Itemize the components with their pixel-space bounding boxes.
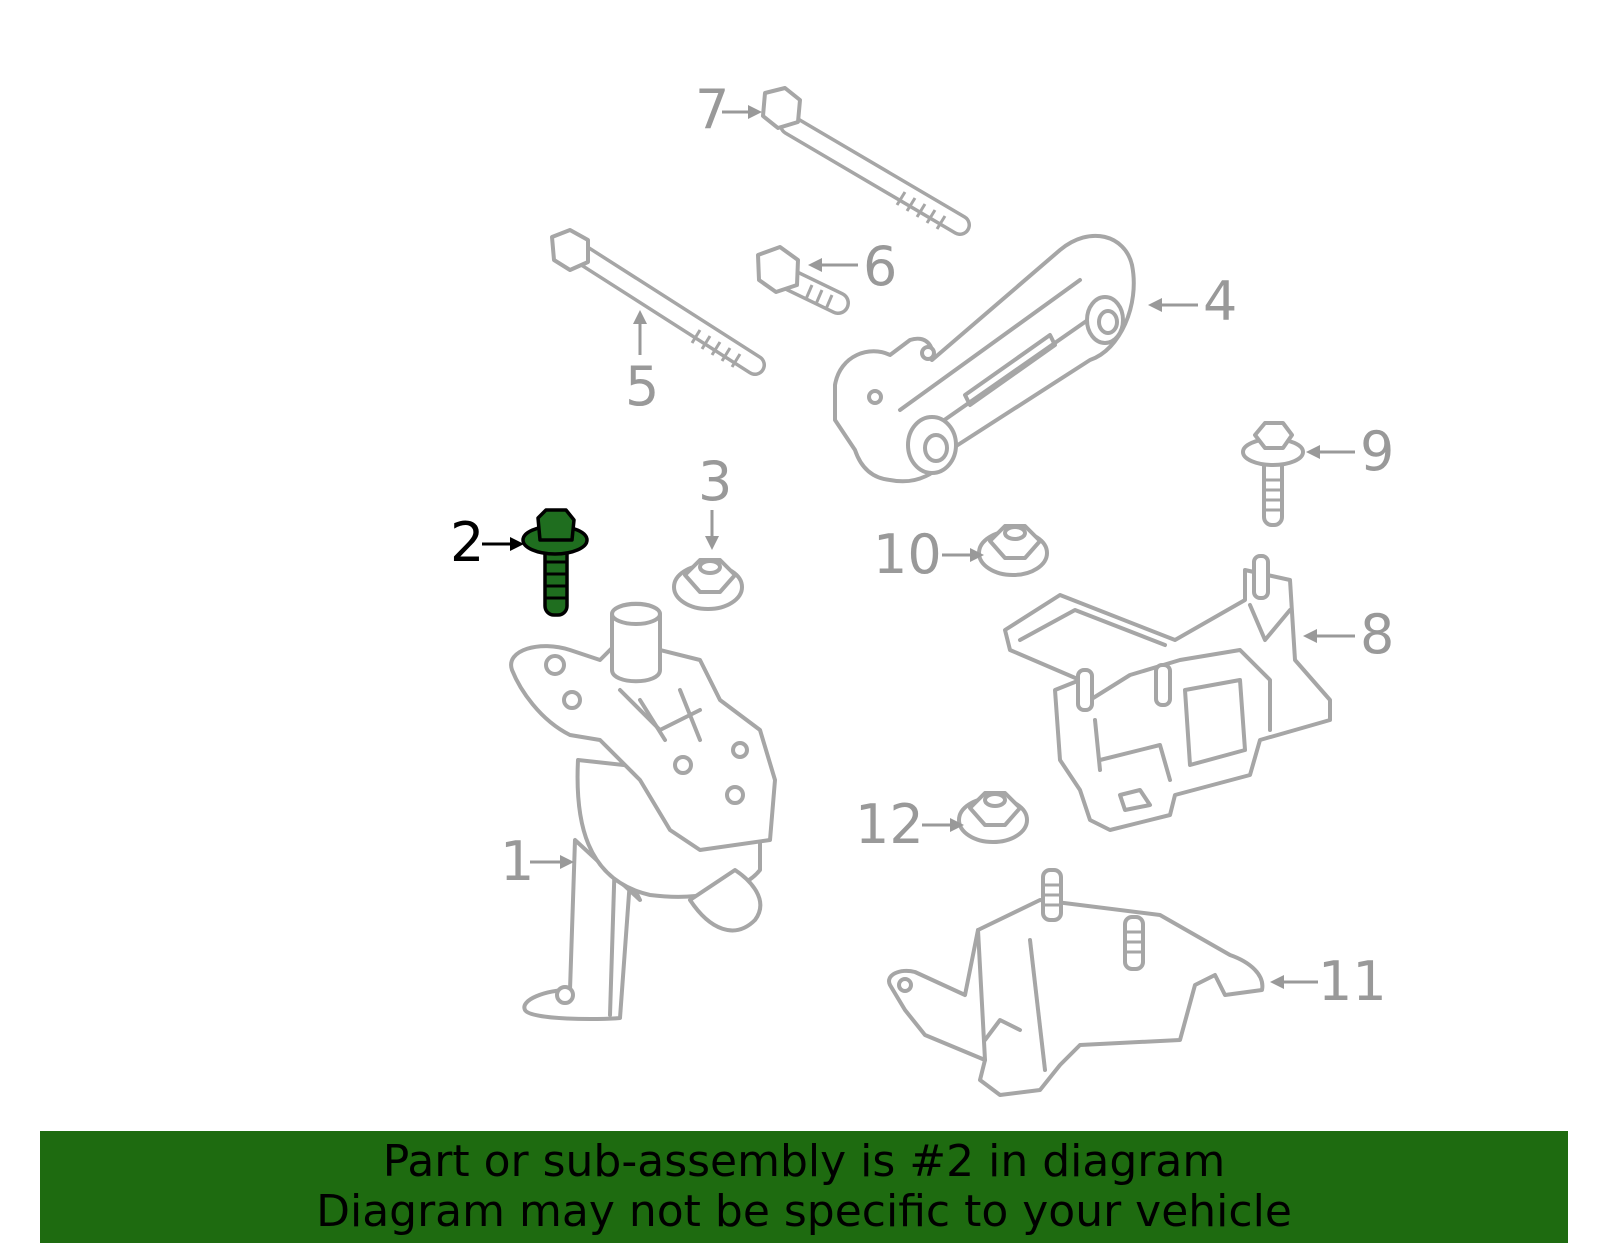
callout-7-label: 7 — [695, 78, 729, 141]
callout-4-label: 4 — [1203, 270, 1237, 333]
callout-10-label: 10 — [873, 523, 942, 586]
callout-9[interactable]: 9 — [1306, 420, 1394, 483]
callout-3[interactable]: 3 — [698, 450, 732, 550]
callout-11-label: 11 — [1318, 950, 1387, 1013]
part-3-nut[interactable] — [672, 558, 744, 611]
callout-6-label: 6 — [863, 235, 897, 298]
part-4-torque-rod[interactable] — [833, 233, 1136, 484]
part-12-nut[interactable] — [957, 791, 1029, 844]
callout-9-label: 9 — [1360, 420, 1394, 483]
callout-10[interactable]: 10 — [873, 523, 984, 586]
callout-3-label: 3 — [698, 450, 732, 513]
callout-1[interactable]: 1 — [500, 830, 574, 893]
callout-5-label: 5 — [625, 355, 659, 418]
part-8-trans-mount[interactable] — [1003, 554, 1332, 832]
part-11-bracket[interactable] — [887, 868, 1265, 1097]
part-10-nut[interactable] — [977, 524, 1049, 577]
callout-12-label: 12 — [855, 793, 924, 856]
callout-5[interactable]: 5 — [625, 310, 659, 418]
callout-4[interactable]: 4 — [1148, 270, 1237, 333]
callout-7[interactable]: 7 — [695, 78, 762, 141]
part-1-engine-mount[interactable] — [509, 601, 777, 1022]
info-banner: Part or sub-assembly is #2 in diagram Di… — [40, 1131, 1568, 1243]
callout-1-label: 1 — [500, 830, 534, 893]
callout-11[interactable]: 11 — [1270, 950, 1387, 1013]
banner-line-2: Diagram may not be specific to your vehi… — [316, 1186, 1292, 1237]
callout-2[interactable]: 2 — [450, 511, 524, 574]
callout-12[interactable]: 12 — [855, 793, 964, 856]
callout-8-label: 8 — [1360, 603, 1394, 666]
part-2-bolt[interactable] — [521, 508, 589, 617]
part-9-bolt[interactable] — [1241, 421, 1305, 527]
callout-8[interactable]: 8 — [1303, 603, 1394, 666]
callout-2-label: 2 — [450, 511, 484, 574]
part-5-bolt[interactable] — [550, 228, 766, 376]
part-7-bolt[interactable] — [761, 86, 971, 236]
part-6-bolt[interactable] — [756, 245, 850, 315]
callout-6[interactable]: 6 — [808, 235, 897, 298]
banner-line-1: Part or sub-assembly is #2 in diagram — [382, 1136, 1226, 1187]
